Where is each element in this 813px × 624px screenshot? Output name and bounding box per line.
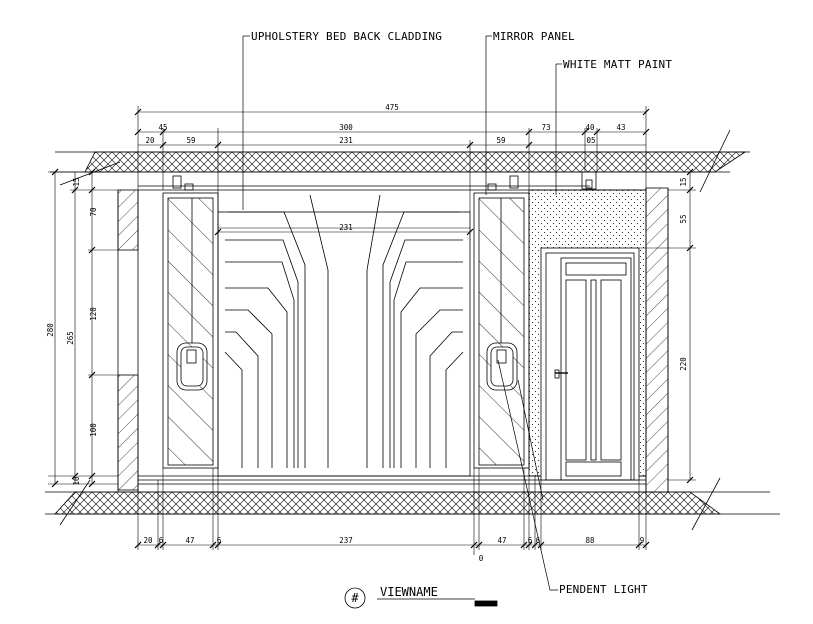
dim-bottom: 47 xyxy=(185,536,194,545)
dim-left-small: 100 xyxy=(89,423,98,437)
ceiling-cove xyxy=(138,171,646,191)
dim-bottom: 6 xyxy=(217,536,222,545)
dim-bottom-extra: 0 xyxy=(479,554,484,563)
dim-left-mid: 265 xyxy=(66,331,75,345)
label-pendent-light: PENDENT LIGHT xyxy=(559,583,648,596)
dim-bottom: 47 xyxy=(497,536,506,545)
view-name: VIEWNAME xyxy=(380,585,438,599)
dim-bottom: 20 xyxy=(143,536,153,545)
dim-top-overall: 475 xyxy=(385,103,399,112)
dim-bottom: 9 xyxy=(640,536,645,545)
dim-left-small: 15 xyxy=(72,177,81,186)
dim-top-row2: 231 xyxy=(339,136,353,145)
dim-right: 55 xyxy=(679,214,688,223)
dim-top-row1: 73 xyxy=(541,123,550,132)
dim-top-row2: 59 xyxy=(496,136,505,145)
dim-left-small: 120 xyxy=(89,307,98,321)
dim-right: 15 xyxy=(679,177,688,186)
dim-top-row2: 05 xyxy=(586,136,595,145)
dim-top-inner: 231 xyxy=(339,223,353,232)
dim-bottom: 88 xyxy=(585,536,595,545)
right-wall xyxy=(645,187,669,493)
dim-left-outer: 280 xyxy=(46,323,55,337)
dim-top-row2: 59 xyxy=(186,136,195,145)
dim-top-row1: 300 xyxy=(339,123,353,132)
callout-leaders xyxy=(242,35,562,591)
dim-left-small: 10 xyxy=(72,476,81,486)
view-title xyxy=(344,587,498,609)
label-upholstery: UPHOLSTERY BED BACK CLADDING xyxy=(251,30,442,43)
door xyxy=(540,247,640,481)
dim-bottom: 6 xyxy=(159,536,164,545)
left-wall xyxy=(117,189,139,492)
left-dimensions xyxy=(48,168,118,488)
dim-right: 220 xyxy=(679,357,688,371)
bottom-dimensions xyxy=(134,468,650,555)
bed-back-cladding xyxy=(217,194,471,477)
label-mirror-panel: MIRROR PANEL xyxy=(493,30,575,43)
mirror-panel-right xyxy=(473,192,530,469)
dim-top-row1: 43 xyxy=(616,123,625,132)
floor-slab xyxy=(45,477,780,531)
ceiling-slab xyxy=(50,129,750,193)
view-symbol: # xyxy=(351,591,359,605)
label-white-matt-paint: WHITE MATT PAINT xyxy=(563,58,672,71)
mirror-panel-left xyxy=(162,192,219,469)
dim-bottom: 6 xyxy=(536,536,541,545)
dim-bottom: 6 xyxy=(528,536,533,545)
right-dimensions xyxy=(639,168,696,484)
top-dimensions xyxy=(134,106,650,236)
dim-left-small: 70 xyxy=(89,207,98,217)
dim-top-row2: 20 xyxy=(145,136,155,145)
dim-top-row1: 45 xyxy=(158,123,167,132)
dim-bottom: 237 xyxy=(339,536,353,545)
dim-top-row1: 40 xyxy=(585,123,595,132)
